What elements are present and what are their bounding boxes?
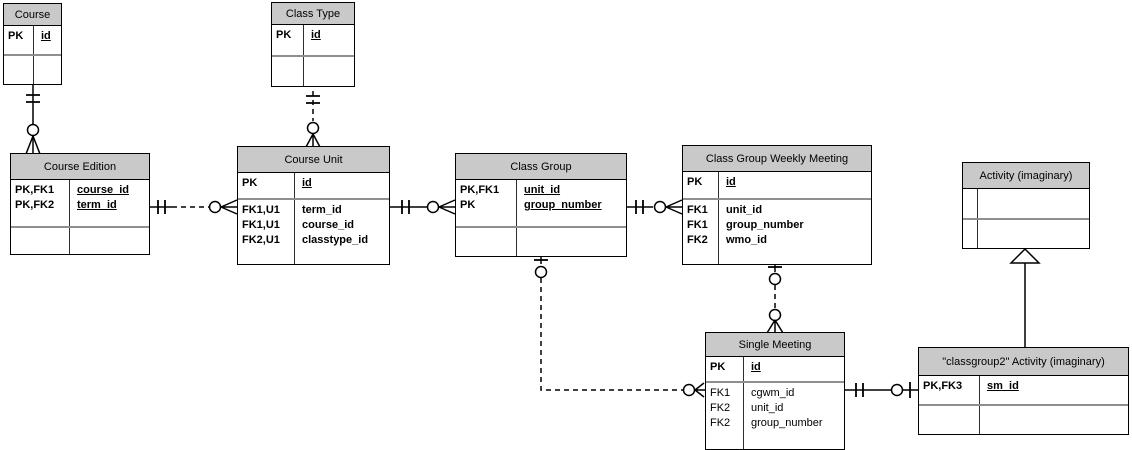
empty-attr-section [963,218,1089,248]
attr-name: term_id [77,199,117,211]
entity-course-title: Course [4,4,61,26]
attr-name: group_number [726,219,804,231]
key-label: FK1 [710,387,731,399]
attr-name: id [41,30,51,42]
attr-name: id [311,29,321,41]
entity-course-edition-title: Course Edition [11,154,149,180]
key-label: PK [8,30,24,42]
entity-course-unit-title: Course Unit [238,147,389,173]
entity-cgwm-title: Class Group Weekly Meeting [683,146,871,172]
key-label: FK2 [710,417,731,429]
attr-name: id [751,361,761,373]
attr-name: unit_id [524,184,561,196]
rel-cgwm-single-meeting [766,262,784,334]
rel-course-unit-class-group [388,199,457,215]
rel-classtype-course-unit [305,82,321,148]
entity-class-group-title: Class Group [456,154,626,180]
key-label: PK,FK1 [460,184,500,196]
key-label: PK [710,361,726,373]
empty-attr-section [919,404,1128,434]
key-label: FK1,U1 [242,204,280,216]
attr-name: course_id [77,184,129,196]
attr-name: wmo_id [726,234,767,246]
attr-name: id [726,176,736,188]
key-label: FK1,U1 [242,219,280,231]
key-label: PK [242,177,258,189]
rel-course-edition-course-unit [148,199,239,215]
rel-single-meeting-classgroup2 [843,382,920,398]
entity-class-group: Class Group PK,FK1 PK unit_id group_numb… [455,153,627,257]
attr-name: cgwm_id [751,387,795,399]
rel-generalization-activity [1009,247,1041,350]
attr-name: unit_id [726,204,763,216]
entity-class-group-weekly-meeting: Class Group Weekly Meeting PK id FK1 FK1… [682,145,872,265]
key-label: FK2,U1 [242,234,280,246]
rel-class-group-cgwm [625,199,684,215]
key-label: PK [460,199,476,211]
rel-class-group-single-meeting [534,253,707,398]
entity-class-type: Class Type PK id [271,2,355,87]
key-label: PK [687,176,703,188]
attr-name: id [302,177,312,189]
attr-name: group_number [751,417,823,429]
key-label: PK [276,29,292,41]
empty-attr-section [11,226,149,254]
empty-attr-section [272,55,354,86]
attr-name: classtype_id [302,234,369,246]
key-label: FK1 [687,204,708,216]
empty-attr-section [4,54,61,84]
entity-activity-title: Activity (imaginary) [963,163,1089,189]
empty-attr-section [456,226,626,256]
attr-name: sm_id [987,380,1019,392]
entity-class-type-title: Class Type [272,3,354,25]
key-label: PK,FK1 [15,184,55,196]
entity-single-meeting: Single Meeting PK id FK1 FK2 FK2 cgwm_id… [705,332,845,450]
attr-name: term_id [302,204,342,216]
key-label: FK2 [710,402,731,414]
attr-name: unit_id [751,402,784,414]
entity-activity-imaginary: Activity (imaginary) [962,162,1090,249]
empty-key-section [963,189,1089,218]
entity-classgroup2-activity: "classgroup2" Activity (imaginary) PK,FK… [918,347,1129,435]
entity-course-unit: Course Unit PK id FK1,U1 FK1,U1 FK2,U1 t… [237,146,390,265]
entity-course: Course PK id [3,3,62,85]
key-label: FK2 [687,234,708,246]
entity-course-edition: Course Edition PK,FK1 PK,FK2 course_id t… [10,153,150,255]
key-label: PK,FK3 [923,380,963,392]
entity-classgroup2-title: "classgroup2" Activity (imaginary) [919,348,1128,376]
attr-name: group_number [524,199,602,211]
rel-course-course-edition [25,80,41,155]
attr-name: course_id [302,219,354,231]
entity-single-meeting-title: Single Meeting [706,333,844,357]
key-label: PK,FK2 [15,199,55,211]
key-label: FK1 [687,219,708,231]
